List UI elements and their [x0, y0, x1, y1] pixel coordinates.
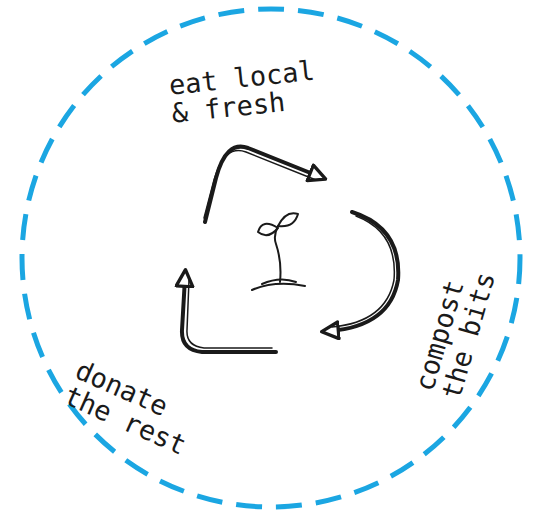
sprout-leaf — [258, 224, 278, 235]
cycle-arrow-sketch — [332, 216, 394, 327]
soil-line — [262, 279, 296, 284]
soil-line — [252, 284, 305, 290]
cycle-arrow — [330, 212, 398, 331]
cycle-arrow — [182, 278, 276, 352]
cycle-arrow-sketch — [204, 151, 316, 218]
dashed-border — [22, 9, 520, 507]
sprout-stem — [275, 226, 281, 282]
sprout-leaf — [278, 213, 298, 226]
sprout-icon — [252, 213, 305, 290]
cycle-arrow-sketch — [187, 280, 272, 348]
cycle-arrow — [205, 147, 318, 222]
step-label: eat local & fresh — [167, 56, 322, 127]
step-label: donate the rest — [60, 356, 220, 468]
